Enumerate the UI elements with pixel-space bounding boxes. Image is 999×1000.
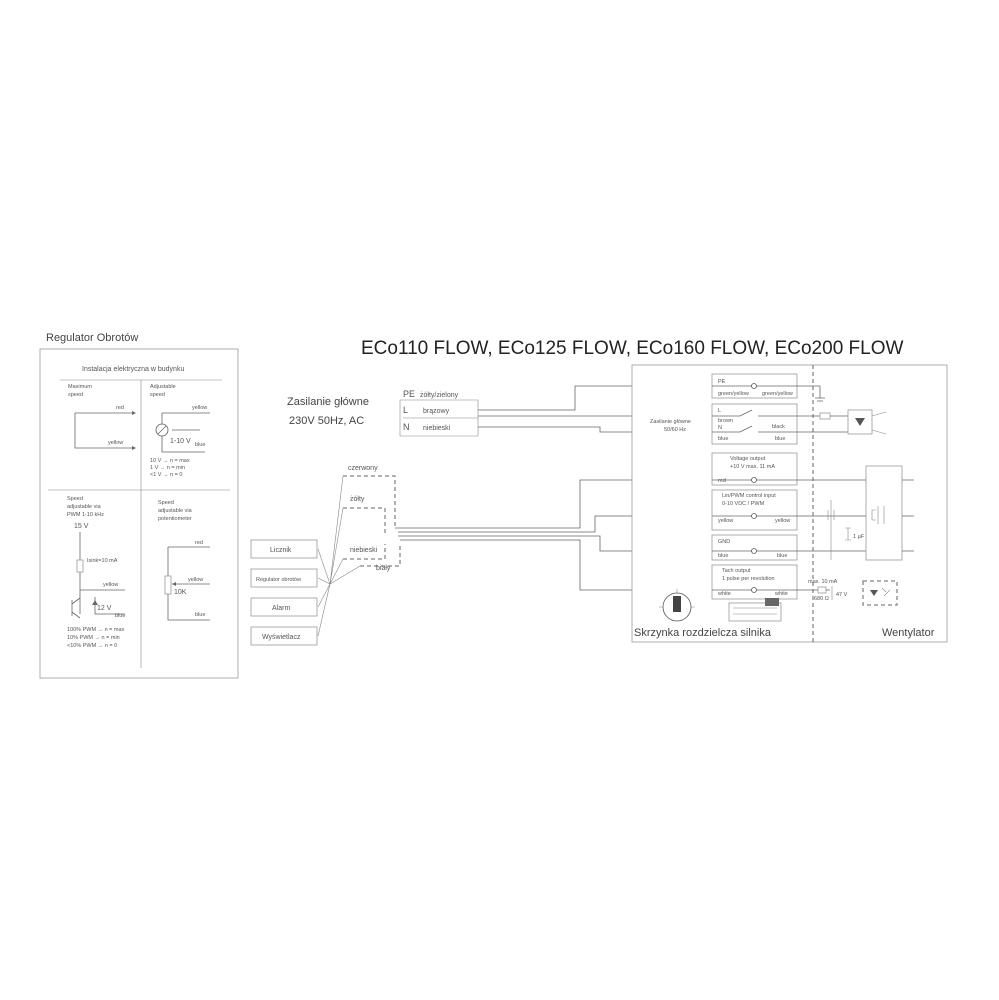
device-regulator [250, 568, 318, 588]
svg-text:max. 10 mA: max. 10 mA [808, 579, 838, 585]
svg-text:N: N [718, 425, 722, 431]
connector-icon [728, 602, 782, 622]
svg-text:yellow: yellow [192, 405, 207, 411]
svg-text:0-10 VDC / PWM: 0-10 VDC / PWM [722, 501, 765, 507]
svg-text:47 V: 47 V [836, 592, 848, 598]
svg-text:PE: PE [403, 389, 415, 399]
svg-text:żółty: żółty [350, 496, 365, 503]
svg-text:niebieski: niebieski [423, 425, 451, 432]
svg-text:L: L [718, 408, 721, 414]
optocoupler [862, 580, 898, 606]
svg-text:red: red [718, 478, 726, 484]
svg-text:15 V: 15 V [74, 523, 89, 530]
svg-text:Licznik: Licznik [270, 547, 292, 554]
svg-text:blue: blue [777, 553, 787, 559]
svg-text:L: L [403, 405, 408, 415]
svg-text:1-10 V: 1-10 V [170, 438, 191, 445]
svg-text:red: red [195, 540, 203, 546]
device-display [250, 626, 318, 646]
svg-text:Isink=10 mA: Isink=10 mA [87, 558, 118, 564]
svg-text:10K: 10K [174, 589, 187, 596]
svg-text:GND: GND [718, 539, 730, 545]
svg-text:żółty/zielony: żółty/zielony [420, 392, 459, 399]
svg-text:Voltage output: Voltage output [730, 456, 766, 462]
svg-text:100% PWM → n = max: 100% PWM → n = max [67, 627, 125, 633]
regulator-header: Instalacja elektryczna w budynku [82, 366, 184, 373]
svg-text:Speed: Speed [158, 500, 174, 506]
svg-text:speed: speed [68, 392, 83, 398]
svg-text:white: white [717, 591, 731, 597]
svg-text:1 pulse per revolution: 1 pulse per revolution [722, 576, 775, 582]
svg-text:<1 V → n = 0: <1 V → n = 0 [150, 472, 182, 478]
svg-text:+10 V max. 11 mA: +10 V max. 11 mA [730, 464, 775, 470]
svg-text:PWM 1-10 kHz: PWM 1-10 kHz [67, 512, 104, 518]
pwm-speed-diagram: Speed adjustable via PWM 1-10 kHz 15 V I… [67, 496, 125, 649]
svg-text:10% PWM → n = min: 10% PWM → n = min [67, 635, 120, 641]
svg-text:speed: speed [150, 392, 165, 398]
svg-text:yellow: yellow [775, 518, 790, 524]
main-title: ECo110 FLOW, ECo125 FLOW, ECo160 FLOW, E… [361, 338, 903, 359]
svg-text:adjustable via: adjustable via [158, 508, 193, 514]
svg-text:680 Ω: 680 Ω [814, 596, 829, 602]
device-licznik [250, 539, 318, 559]
svg-text:black: black [772, 424, 785, 430]
svg-text:yellow: yellow [718, 518, 733, 524]
svg-text:N: N [403, 422, 410, 432]
svg-text:adjustable via: adjustable via [67, 504, 102, 510]
junction-components [659, 589, 782, 622]
svg-text:blue: blue [718, 553, 728, 559]
svg-text:red: red [116, 405, 124, 411]
svg-text:12 V: 12 V [97, 605, 112, 612]
potentiometer-diagram: Speed adjustable via potentiometer red y… [158, 500, 210, 621]
svg-text:PE: PE [718, 379, 726, 385]
supply-spec: 230V 50Hz, AC [289, 415, 364, 427]
svg-text:Regulator obrotów: Regulator obrotów [256, 577, 301, 583]
svg-text:1 V → n = min: 1 V → n = min [150, 465, 185, 471]
device-alarm [250, 597, 318, 617]
svg-text:green/yellow: green/yellow [762, 391, 793, 397]
svg-text:Tach output: Tach output [722, 568, 751, 574]
terminal-block: PE green/yellow green/yellow L brown N b… [650, 373, 887, 600]
svg-text:yellow: yellow [188, 577, 203, 583]
svg-text:Lin/PWM control input: Lin/PWM control input [722, 493, 776, 499]
svg-text:yellow: yellow [103, 582, 118, 588]
svg-text:czerwony: czerwony [348, 465, 378, 472]
junction-box-label: Skrzynka rozdzielcza silnika [634, 627, 772, 639]
svg-text:potentiometer: potentiometer [158, 516, 192, 522]
svg-text:brown: brown [718, 418, 733, 424]
supply-label: Zasilanie główne [287, 396, 369, 408]
svg-text:brązowy: brązowy [423, 408, 450, 415]
svg-text:biały: biały [376, 565, 391, 572]
svg-text:blue: blue [115, 613, 125, 619]
svg-text:yellow: yellow [108, 440, 123, 446]
svg-text:white: white [774, 591, 788, 597]
fan-label: Wentylator [882, 627, 935, 639]
regulator-title: Regulator Obrotów [46, 332, 138, 344]
svg-text:green/yellow: green/yellow [718, 391, 749, 397]
svg-text:blue: blue [775, 436, 785, 442]
svg-text:10 V → n = max: 10 V → n = max [150, 458, 190, 464]
regulator-panel [39, 348, 239, 679]
svg-text:1 µF: 1 µF [853, 534, 865, 540]
svg-text:Maximum: Maximum [68, 384, 92, 390]
svg-text:Speed: Speed [67, 496, 83, 502]
adjustable-speed-diagram: Adjustable speed yellow 1-10 V blue 10 V… [150, 384, 210, 478]
svg-text:blue: blue [195, 442, 205, 448]
svg-text:Wyświetlacz: Wyświetlacz [262, 634, 301, 641]
svg-text:Adjustable: Adjustable [150, 384, 176, 390]
devices: Licznik Regulator obrotów Alarm Wyświetl… [250, 539, 318, 646]
svg-text:blue: blue [718, 436, 728, 442]
svg-text:Zasilanie główne: Zasilanie główne [650, 419, 691, 425]
svg-text:Alarm: Alarm [272, 605, 290, 612]
svg-text:niebieski: niebieski [350, 547, 378, 554]
svg-text:<10% PWM → n = 0: <10% PWM → n = 0 [67, 643, 117, 649]
svg-text:50/60 Hz: 50/60 Hz [664, 427, 686, 433]
svg-text:blue: blue [195, 612, 205, 618]
maximum-speed-diagram: Maximum speed red yellow [68, 384, 136, 450]
motor-electronics: 1 µF max. 10 mA 680 Ω 47 V [797, 465, 914, 606]
